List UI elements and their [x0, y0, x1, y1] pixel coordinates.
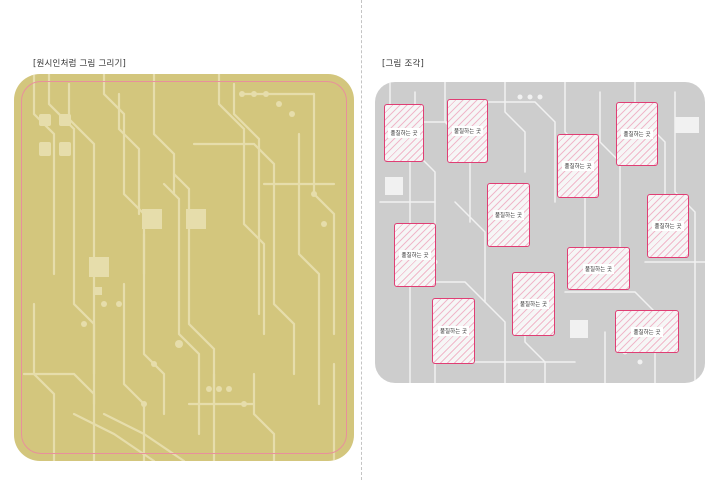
- glue-piece[interactable]: 풀칠하는 곳: [432, 298, 475, 364]
- glue-piece[interactable]: 풀칠하는 곳: [384, 104, 424, 162]
- glue-piece[interactable]: 풀칠하는 곳: [616, 102, 658, 166]
- glue-piece[interactable]: 풀칠하는 곳: [447, 99, 488, 163]
- left-panel-title: [원시인처럼 그림 그리기]: [33, 59, 127, 69]
- glue-piece[interactable]: 풀칠하는 곳: [647, 194, 689, 258]
- glue-piece[interactable]: 풀칠하는 곳: [394, 223, 436, 287]
- circuit-pattern: [22, 74, 336, 461]
- glue-piece[interactable]: 풀칠하는 곳: [567, 247, 630, 290]
- right-panel-title: [그림 조각]: [382, 59, 425, 69]
- glue-piece[interactable]: 풀칠하는 곳: [615, 310, 679, 353]
- fold-divider: [361, 0, 362, 480]
- glue-piece[interactable]: 풀칠하는 곳: [487, 183, 530, 247]
- glue-piece[interactable]: 풀칠하는 곳: [557, 134, 599, 198]
- glue-piece[interactable]: 풀칠하는 곳: [512, 272, 555, 336]
- drawing-board: [14, 74, 354, 461]
